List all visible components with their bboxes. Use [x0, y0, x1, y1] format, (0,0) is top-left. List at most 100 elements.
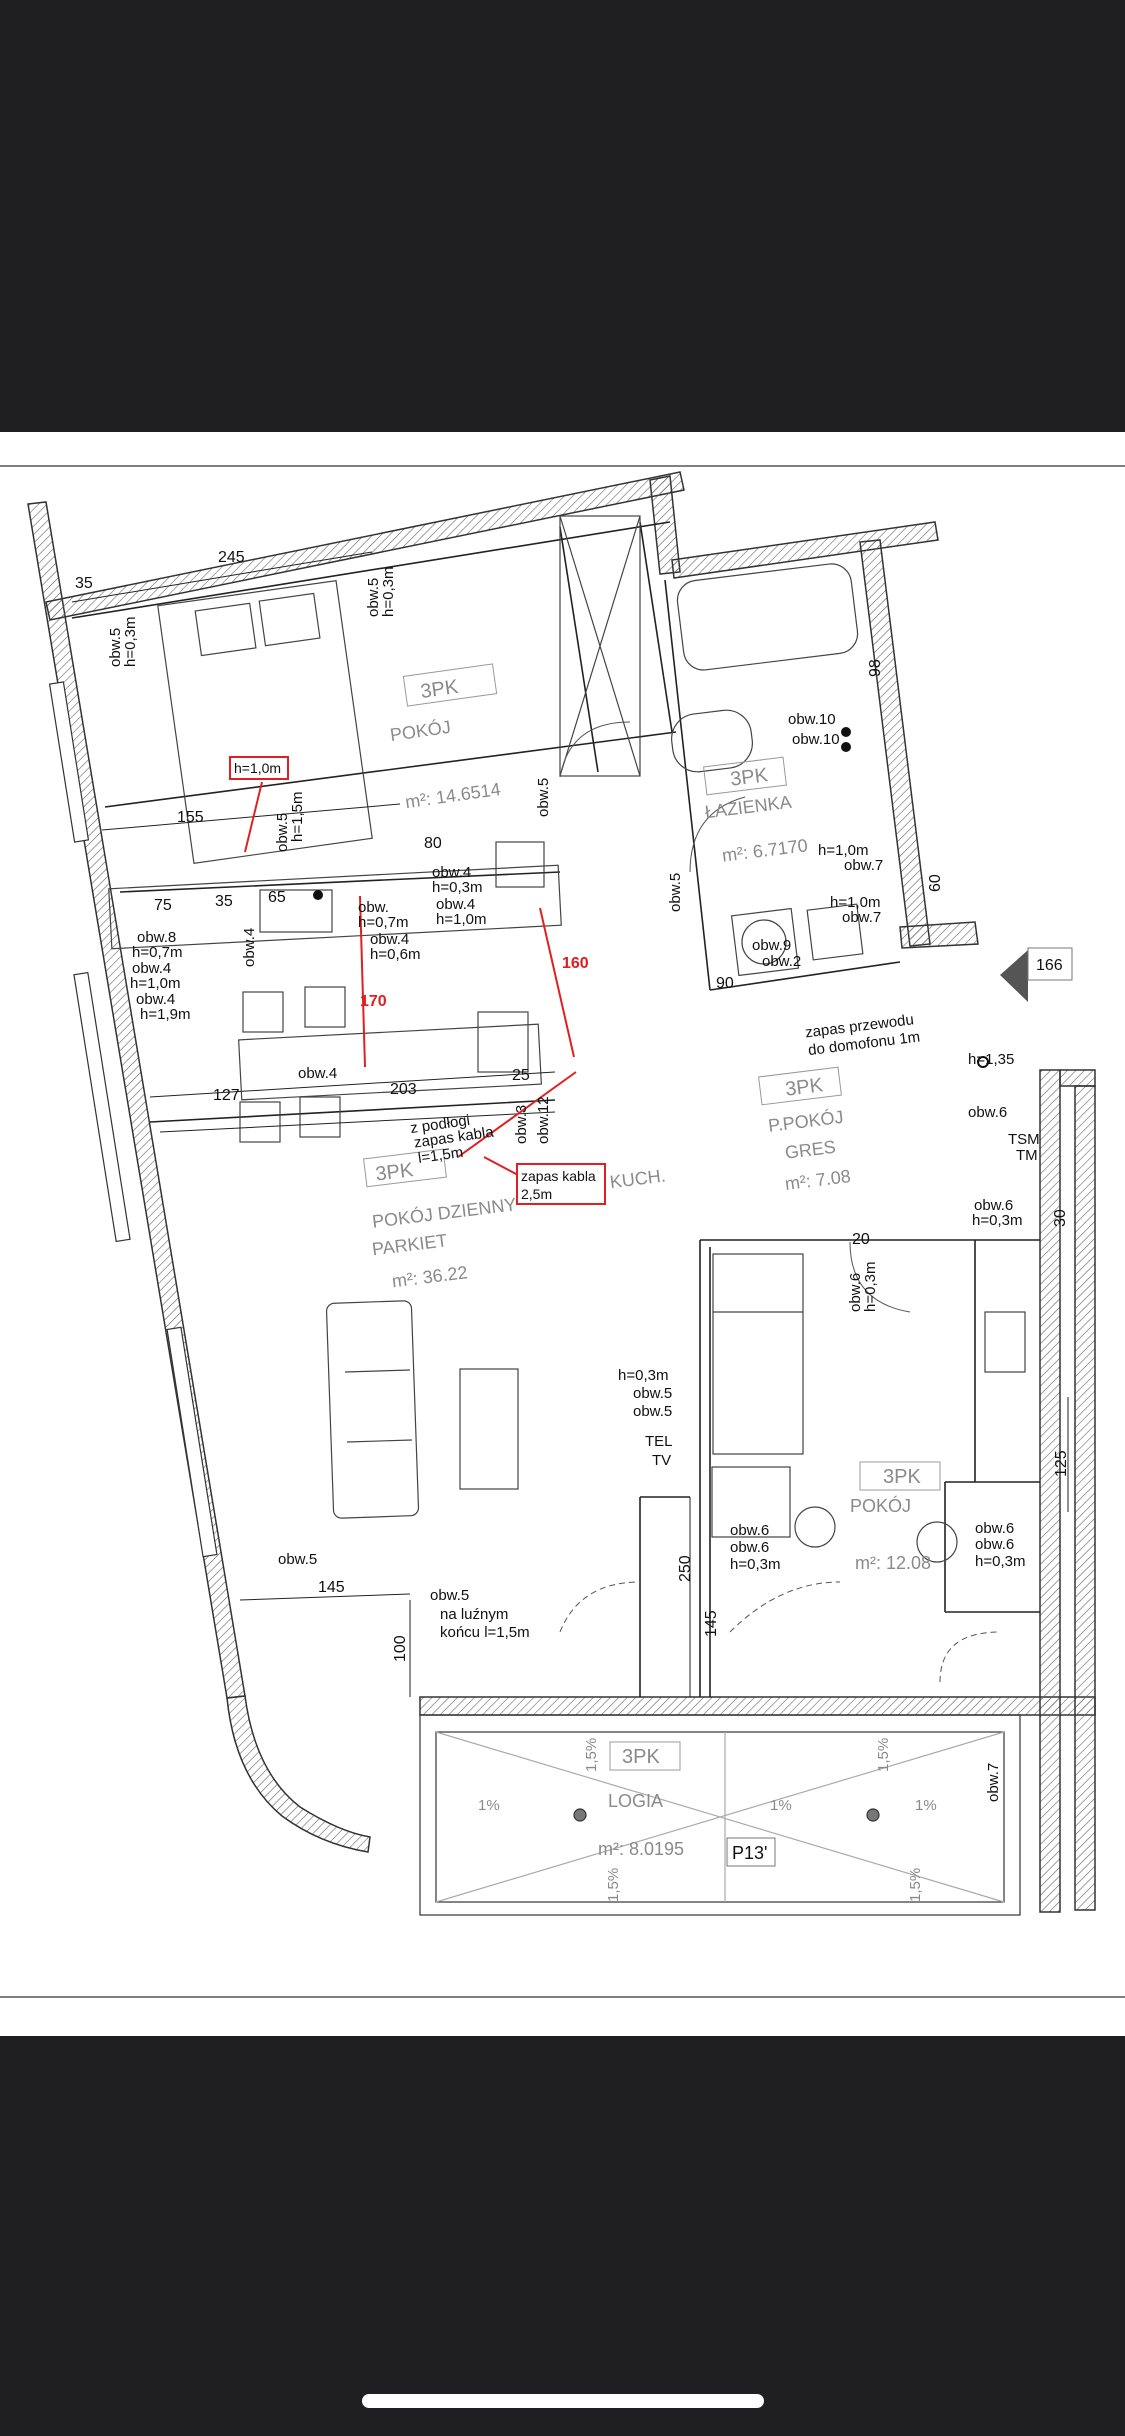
room-name: LOGIA — [608, 1791, 663, 1811]
circuit-label: TM — [1016, 1147, 1038, 1164]
circuit-label: obw.7 — [985, 1763, 1002, 1802]
stamp-3pk: 3PK — [622, 1746, 660, 1768]
dimension-lines — [71, 551, 1069, 1697]
plan-tag: P13' — [732, 1843, 767, 1863]
slope-label: 1% — [915, 1797, 937, 1814]
circuit-label: h=0,7m — [358, 914, 408, 931]
floor-plan-photo[interactable]: 3PK 3PK 3PK 3PK 3PK 3PK POKÓJ m²: 14.651… — [0, 432, 1125, 2036]
circuit-label: h=0,3m — [432, 879, 482, 896]
plan-number: 166 — [1036, 957, 1063, 974]
circuit-label: h=0,3m — [122, 617, 139, 667]
circuit-label: h=0,3m — [975, 1553, 1025, 1570]
annotation-cable: zapas kabla — [521, 1168, 596, 1184]
dim: 60 — [927, 874, 944, 892]
room-floor: PARKIET — [371, 1230, 449, 1259]
circuit-label: obw.5 — [667, 873, 684, 912]
circuit-label: obw.6 — [730, 1522, 769, 1539]
dim: 35 — [215, 893, 233, 910]
circuit-label: obw. — [358, 899, 389, 916]
circuit-label: TV — [652, 1452, 671, 1469]
stamp-3pk: 3PK — [419, 676, 460, 703]
room-name: POKÓJ — [389, 716, 452, 745]
dim: 250 — [677, 1555, 694, 1582]
slope-label: 1,5% — [605, 1868, 622, 1902]
room-floor: GRES — [784, 1137, 837, 1163]
stamp-3pk: 3PK — [374, 1159, 415, 1186]
circuit-label: obw.6 — [975, 1520, 1014, 1537]
circuit-label: obw.5 — [430, 1587, 469, 1604]
home-indicator[interactable] — [362, 2394, 764, 2408]
circuit-label: obw.5 — [633, 1403, 672, 1420]
circuit-label: obw.6 — [968, 1104, 1007, 1121]
slope-label: 1% — [770, 1797, 792, 1814]
slope-label: 1% — [478, 1797, 500, 1814]
dim-red: 170 — [360, 993, 387, 1010]
sofa — [325, 1300, 519, 1519]
circuit-label: końcu l=1,5m — [440, 1624, 530, 1641]
circuit-label: h=0,7m — [132, 944, 182, 961]
bed-2 — [711, 1253, 1026, 1563]
circuit-label: obw.4 — [132, 960, 171, 977]
circuit-label: obw.9 — [752, 937, 791, 954]
dim: 30 — [1052, 1209, 1069, 1227]
circuit-label: obw.5 — [633, 1385, 672, 1402]
dim: 90 — [716, 975, 734, 992]
circuit-label: obw.2 — [762, 953, 801, 970]
dim: 25 — [512, 1067, 530, 1084]
dim: 80 — [424, 835, 442, 852]
circuit-label: h=1,5m — [289, 792, 306, 842]
room-name: P.POKÓJ — [767, 1106, 845, 1136]
dim: 127 — [213, 1087, 240, 1104]
room-name: POKÓJ — [850, 1495, 911, 1516]
shaft — [559, 515, 641, 777]
circuit-label: TEL — [645, 1433, 673, 1450]
dim: 125 — [1053, 1450, 1070, 1477]
kitchen — [108, 841, 562, 1143]
circuit-label: obw.5 — [107, 628, 124, 667]
circuit-label: obw.6 — [974, 1197, 1013, 1214]
annotation-cable: 2,5m — [521, 1186, 552, 1202]
room-area: m²: 7.08 — [784, 1166, 852, 1194]
circuit-label: obw.10 — [792, 731, 840, 748]
circuit-label: h=1,0m — [436, 911, 486, 928]
circuit-label: obw.4 — [136, 991, 175, 1008]
dim: 98 — [867, 659, 884, 677]
circuit-label: obw.7 — [842, 909, 881, 926]
bed — [157, 580, 373, 864]
circuit-label: obw.5 — [535, 778, 552, 817]
circuit-label: obw.10 — [788, 711, 836, 728]
circuit-label: na luźnym — [440, 1606, 508, 1623]
circuit-label: obw.8 — [137, 929, 176, 946]
viewer-top-bar — [0, 0, 1125, 432]
stamp-3pk: 3PK — [729, 764, 770, 791]
circuit-label: h=0,3m — [862, 1262, 879, 1312]
circuit-label: obw.4 — [298, 1065, 337, 1082]
slope-label: 1,5% — [583, 1738, 600, 1772]
room-area: m²: 12.08 — [855, 1553, 931, 1573]
circuit-label: h=1,0m — [830, 894, 880, 911]
floor-plan-drawing: 3PK 3PK 3PK 3PK 3PK 3PK POKÓJ m²: 14.651… — [0, 465, 1125, 1998]
circuit-label: h=0,3m — [618, 1367, 668, 1384]
viewer-bottom-bar — [0, 2036, 1125, 2436]
circuit-label: TSM — [1008, 1131, 1040, 1148]
circuit-label: obw.5 — [278, 1551, 317, 1568]
circuit-label: h=1,9m — [140, 1006, 190, 1023]
dim: 35 — [75, 575, 93, 592]
circuit-label: obw.6 — [730, 1539, 769, 1556]
interior-walls — [71, 521, 1040, 1697]
dim: 155 — [177, 809, 204, 826]
room-area: m²: 14.6514 — [404, 779, 502, 812]
stamp-3pk: 3PK — [883, 1466, 921, 1488]
room-area: m²: 8.0195 — [598, 1839, 684, 1859]
circuit-label: h=0,3m — [380, 567, 397, 617]
circuit-label: h=1,0m — [818, 842, 868, 859]
circuit-label: obw.7 — [844, 857, 883, 874]
circuit-label: obw.5 — [274, 813, 291, 852]
circuit-label: h=0,3m — [972, 1212, 1022, 1229]
dim: 145 — [703, 1610, 720, 1637]
dim: 100 — [392, 1635, 409, 1662]
slope-label: 1,5% — [907, 1868, 924, 1902]
annotation-height: h=1,0m — [234, 760, 281, 776]
stamp-3pk: 3PK — [784, 1074, 825, 1101]
circuit-label: obw.6 — [975, 1536, 1014, 1553]
